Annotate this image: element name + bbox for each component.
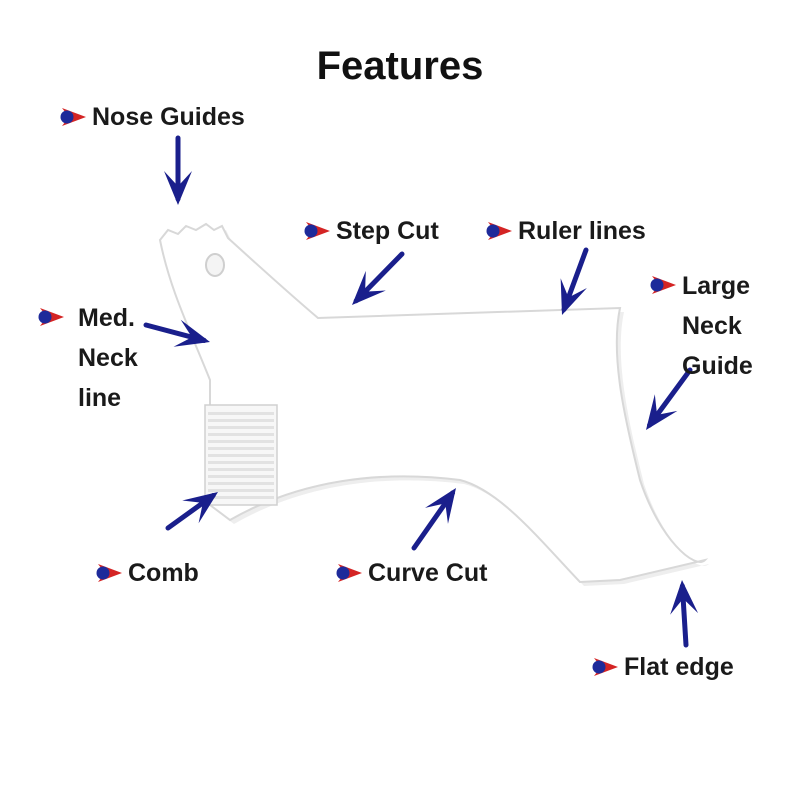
label-large-neck-guide: Large Neck Guide	[648, 266, 753, 386]
ruler-lines-arrow	[560, 247, 589, 315]
bullet-icon	[650, 276, 676, 294]
bullet-icon	[60, 108, 86, 126]
med-neck-line-label: Med. Neck line	[70, 298, 138, 418]
flat-edge-arrow	[670, 580, 699, 648]
label-curve-cut: Curve Cut	[334, 554, 487, 592]
comb-tooth	[208, 447, 274, 450]
bullet-icon	[96, 564, 122, 582]
bullet-icon	[592, 658, 618, 676]
page-title: Features	[316, 44, 484, 88]
step-cut-arrow	[352, 251, 405, 305]
bullet-icon	[486, 222, 512, 240]
comb-tooth	[208, 433, 274, 436]
bullet-icon	[336, 564, 362, 582]
comb-tooth	[208, 412, 274, 415]
large-neck-guide-line-3: Guide	[682, 352, 753, 380]
large-neck-guide-line-2: Neck	[682, 312, 742, 340]
nose-guides-label: Nose Guides	[92, 103, 245, 131]
large-neck-guide-line-1: Large	[682, 272, 751, 300]
flat-edge-label: Flat edge	[624, 653, 734, 681]
med-neck-line-line-3: line	[78, 384, 122, 412]
med-neck-line-arrow	[143, 319, 210, 347]
comb-arrow	[165, 492, 218, 531]
comb-tooth	[208, 454, 274, 457]
comb-teeth	[208, 412, 274, 499]
med-neck-line-line-2: Neck	[78, 344, 138, 372]
pointer-arrows	[143, 135, 699, 648]
large-neck-guide-label: Large Neck Guide	[682, 266, 753, 386]
comb-tooth	[208, 461, 274, 464]
hang-hole	[205, 253, 225, 277]
label-ruler-lines: Ruler lines	[484, 212, 646, 250]
comb-tooth	[208, 482, 274, 485]
comb-tooth	[208, 426, 274, 429]
comb-tooth	[208, 475, 274, 478]
nose-guides-arrow	[164, 135, 192, 205]
comb-label: Comb	[128, 559, 199, 587]
comb-tooth	[208, 468, 274, 471]
comb-tooth	[208, 496, 274, 499]
comb-tooth	[208, 419, 274, 422]
comb-tooth	[208, 440, 274, 443]
bullet-icon	[304, 222, 330, 240]
step-cut-label: Step Cut	[336, 217, 439, 245]
med-neck-line-line-1: Med.	[78, 304, 135, 332]
curve-cut-arrow	[411, 488, 456, 551]
label-nose-guides: Nose Guides	[58, 98, 245, 136]
label-comb: Comb	[94, 554, 199, 592]
label-med-neck-line: Med. Neck line	[36, 298, 138, 418]
label-step-cut: Step Cut	[302, 212, 439, 250]
beard-template-body	[158, 222, 709, 584]
bullet-icon	[38, 308, 64, 326]
curve-cut-label: Curve Cut	[368, 559, 488, 587]
large-neck-guide-arrow	[646, 367, 693, 430]
comb-tooth	[208, 489, 274, 492]
label-flat-edge: Flat edge	[590, 648, 734, 686]
ruler-lines-label: Ruler lines	[518, 217, 646, 245]
